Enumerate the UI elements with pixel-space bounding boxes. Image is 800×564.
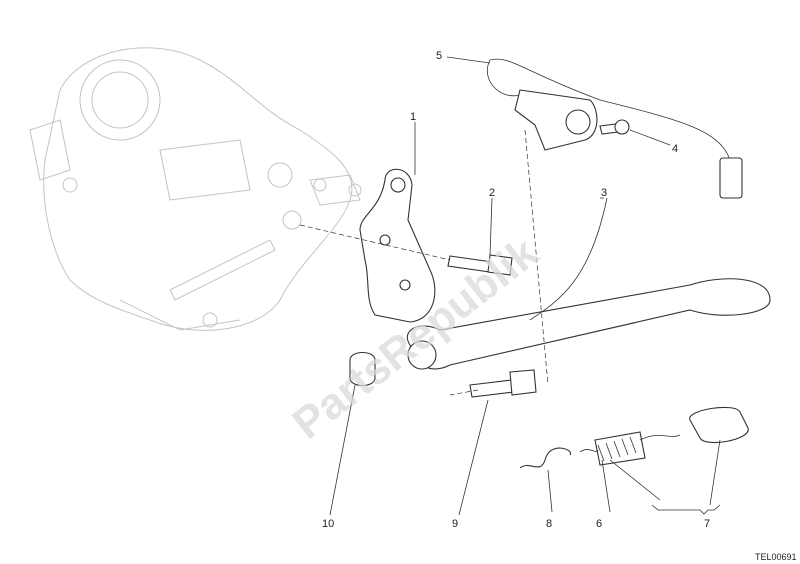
leader-lines [329, 56, 721, 516]
callout-1: 1 [410, 111, 416, 123]
part-9-pin[interactable] [469, 369, 537, 398]
callout-8: 8 [546, 518, 552, 530]
callout-9: 9 [452, 518, 458, 530]
part-7-sleeve[interactable] [689, 406, 749, 444]
callout-6: 6 [596, 518, 602, 530]
callout-2: 2 [489, 187, 495, 199]
part-5-sidestand-switch[interactable] [487, 58, 743, 199]
callout-5: 5 [436, 50, 442, 62]
callout-4: 4 [672, 143, 678, 155]
callout-10: 10 [322, 518, 334, 530]
callout-3: 3 [601, 187, 607, 199]
part-1-bracket[interactable] [359, 168, 436, 323]
part-3-side-stand[interactable] [407, 278, 771, 370]
callout-7: 7 [704, 518, 710, 530]
part-6-spring[interactable] [579, 431, 681, 466]
engine-case-outline [29, 47, 362, 331]
part-4-screw[interactable] [599, 119, 630, 135]
drawing-code: TEL00691 [755, 552, 797, 562]
part-8-clip[interactable] [519, 447, 572, 469]
part-2-bolt[interactable] [447, 254, 513, 276]
part-10-bushing[interactable] [349, 351, 376, 387]
